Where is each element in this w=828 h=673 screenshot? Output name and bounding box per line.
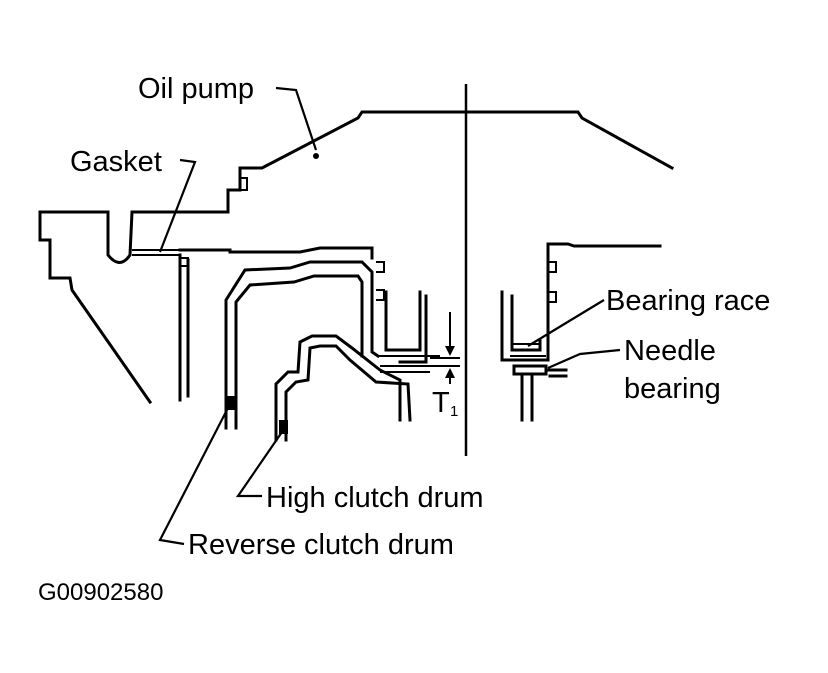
- leader-oil-pump-dot: [313, 153, 319, 159]
- bearing-race-right: [510, 343, 546, 357]
- high-drum-seal: [279, 420, 288, 434]
- label-needle-line1: Needle: [624, 335, 716, 367]
- high-clutch-drum: [274, 334, 402, 442]
- label-gasket: Gasket: [70, 146, 162, 178]
- label-high-clutch-drum: High clutch drum: [266, 482, 484, 514]
- pump-lower-flange-right: [546, 242, 662, 342]
- label-oil-pump: Oil pump: [138, 73, 254, 105]
- label-reverse-clutch-drum: Reverse clutch drum: [188, 529, 454, 561]
- leader-gasket: [158, 158, 197, 253]
- clutch-cup-right: [500, 290, 550, 362]
- oil-pump-outline: [226, 110, 675, 207]
- thrust-area-left: [378, 355, 440, 373]
- case-upper-edge: [38, 203, 230, 264]
- transmission-case: [38, 210, 153, 405]
- clutch-cup-left: [384, 290, 422, 352]
- pump-hub-left: [178, 253, 190, 402]
- needle-bearing-right: [512, 364, 568, 378]
- reverse-drum-seal: [226, 396, 236, 410]
- pump-seal-small: [180, 257, 189, 267]
- leader-reverse-clutch-drum: [158, 403, 231, 546]
- reverse-clutch-drum-inner: [234, 274, 364, 430]
- right-clip-marks: [548, 261, 557, 303]
- high-clutch-drum-inner: [284, 344, 412, 442]
- label-dimension-t1-sub: 1: [450, 403, 458, 420]
- leader-bearing-race: [527, 299, 605, 347]
- dimension-t1-arrow-bottom: [445, 368, 455, 378]
- clutch-cup-left-inner: [398, 294, 428, 364]
- label-needle-line2: bearing: [624, 373, 721, 405]
- reverse-clutch-drum: [224, 260, 381, 430]
- leader-high-clutch-drum: [235, 431, 283, 498]
- leader-needle-bearing: [547, 348, 621, 370]
- oil-pump-snap-ring: [240, 177, 248, 191]
- dimension-t1-lines: [430, 312, 460, 384]
- label-dimension-t1: T: [432, 387, 450, 419]
- figure-code: G00902580: [38, 579, 163, 606]
- label-bearing-race: Bearing race: [606, 285, 770, 317]
- gasket-gap: [132, 249, 180, 256]
- dimension-t1-arrow-top: [445, 346, 455, 356]
- leader-oil-pump: [275, 86, 318, 151]
- pump-lower-flange: [178, 246, 374, 260]
- right-shaft: [520, 372, 534, 422]
- drum-clip-marks: [376, 261, 385, 301]
